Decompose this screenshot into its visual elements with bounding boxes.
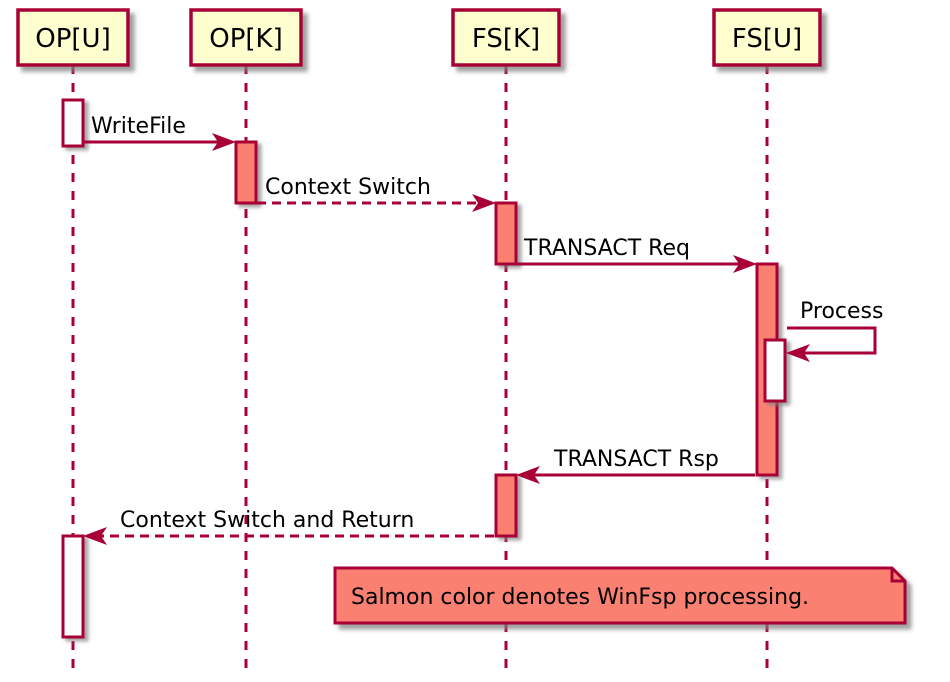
message-label-transact-rsp: TRANSACT Rsp xyxy=(553,447,719,472)
participant-label-fs-k: FS[K] xyxy=(472,24,540,54)
participant-box-fs-u xyxy=(712,8,822,67)
activation-bar-op-u-2[interactable] xyxy=(61,534,85,639)
participant-op-k[interactable]: OP[K] xyxy=(189,8,303,67)
note-fold-corner-icon xyxy=(890,568,905,583)
note-body xyxy=(333,566,907,625)
message-label-transact-req: TRANSACT Req xyxy=(523,236,690,261)
participant-op-u[interactable]: OP[U] xyxy=(16,8,130,67)
message-transact-rsp[interactable]: TRANSACT Rsp xyxy=(516,447,755,484)
note-salmon[interactable] xyxy=(333,566,907,625)
message-transact-req[interactable]: TRANSACT Req xyxy=(517,236,757,273)
participant-fs-u[interactable]: FS[U] xyxy=(712,8,822,67)
activation-bar-fs-k-1[interactable] xyxy=(494,201,518,266)
participant-box-op-k xyxy=(189,8,303,67)
activation-bars-group xyxy=(61,98,787,639)
arrowhead-transact-rsp xyxy=(516,466,540,484)
participant-label-fs-u: FS[U] xyxy=(732,24,802,54)
participant-fs-k[interactable]: FS[K] xyxy=(451,8,561,67)
arrowhead-process-self xyxy=(786,344,810,362)
arrowhead-transact-req xyxy=(733,255,757,273)
message-process-self[interactable]: Process xyxy=(786,299,883,362)
arrowhead-context-switch xyxy=(472,194,496,212)
activation-bar-op-k-1[interactable] xyxy=(234,140,258,205)
message-context-switch-and-return[interactable]: Context Switch and Return xyxy=(83,508,494,545)
arrowhead-context-switch-and-return xyxy=(83,527,107,545)
message-line-process-self xyxy=(787,326,877,355)
participant-label-op-k: OP[K] xyxy=(209,24,282,54)
message-context-switch[interactable]: Context Switch xyxy=(257,175,496,212)
activation-bar-op-u-1[interactable] xyxy=(61,98,85,148)
message-label-context-switch-and-return: Context Switch and Return xyxy=(120,508,414,533)
message-writefile[interactable]: WriteFile xyxy=(83,114,236,151)
message-label-writefile: WriteFile xyxy=(91,114,186,139)
note-label-salmon: Salmon color denotes WinFsp processing. xyxy=(351,585,809,610)
activation-bar-fs-u-nested[interactable] xyxy=(763,338,787,403)
arrowhead-writefile xyxy=(212,133,236,151)
participant-box-fs-k xyxy=(451,8,561,67)
participant-label-op-u: OP[U] xyxy=(35,24,110,54)
participant-box-op-u xyxy=(16,8,130,67)
activation-bar-fs-k-2[interactable] xyxy=(494,473,518,538)
message-label-context-switch: Context Switch xyxy=(265,175,431,200)
message-label-process-self: Process xyxy=(800,299,883,324)
